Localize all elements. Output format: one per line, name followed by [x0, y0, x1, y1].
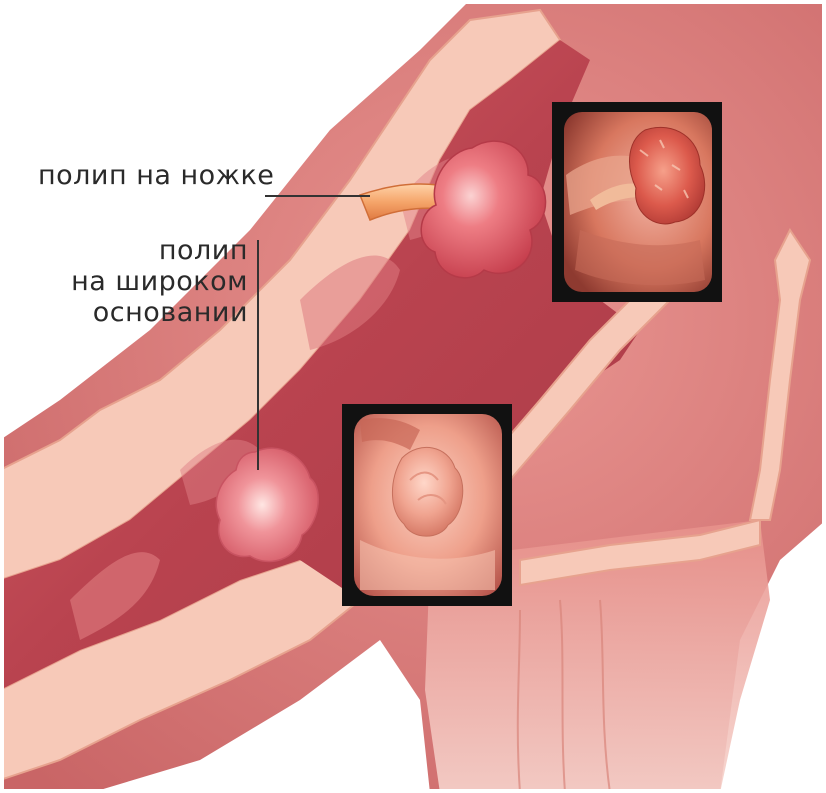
label-sessile-line-2: на широком — [71, 266, 248, 297]
label-sessile-polyp: полип на широком основании — [71, 235, 248, 328]
label-sessile-line-1: полип — [71, 235, 248, 266]
label-pedunculated-polyp: полип на ножке — [38, 160, 274, 191]
endoscopy-inset-pedunculated — [552, 102, 722, 302]
label-sessile-line-3: основании — [71, 297, 248, 328]
endoscopy-inset-sessile — [342, 404, 512, 606]
